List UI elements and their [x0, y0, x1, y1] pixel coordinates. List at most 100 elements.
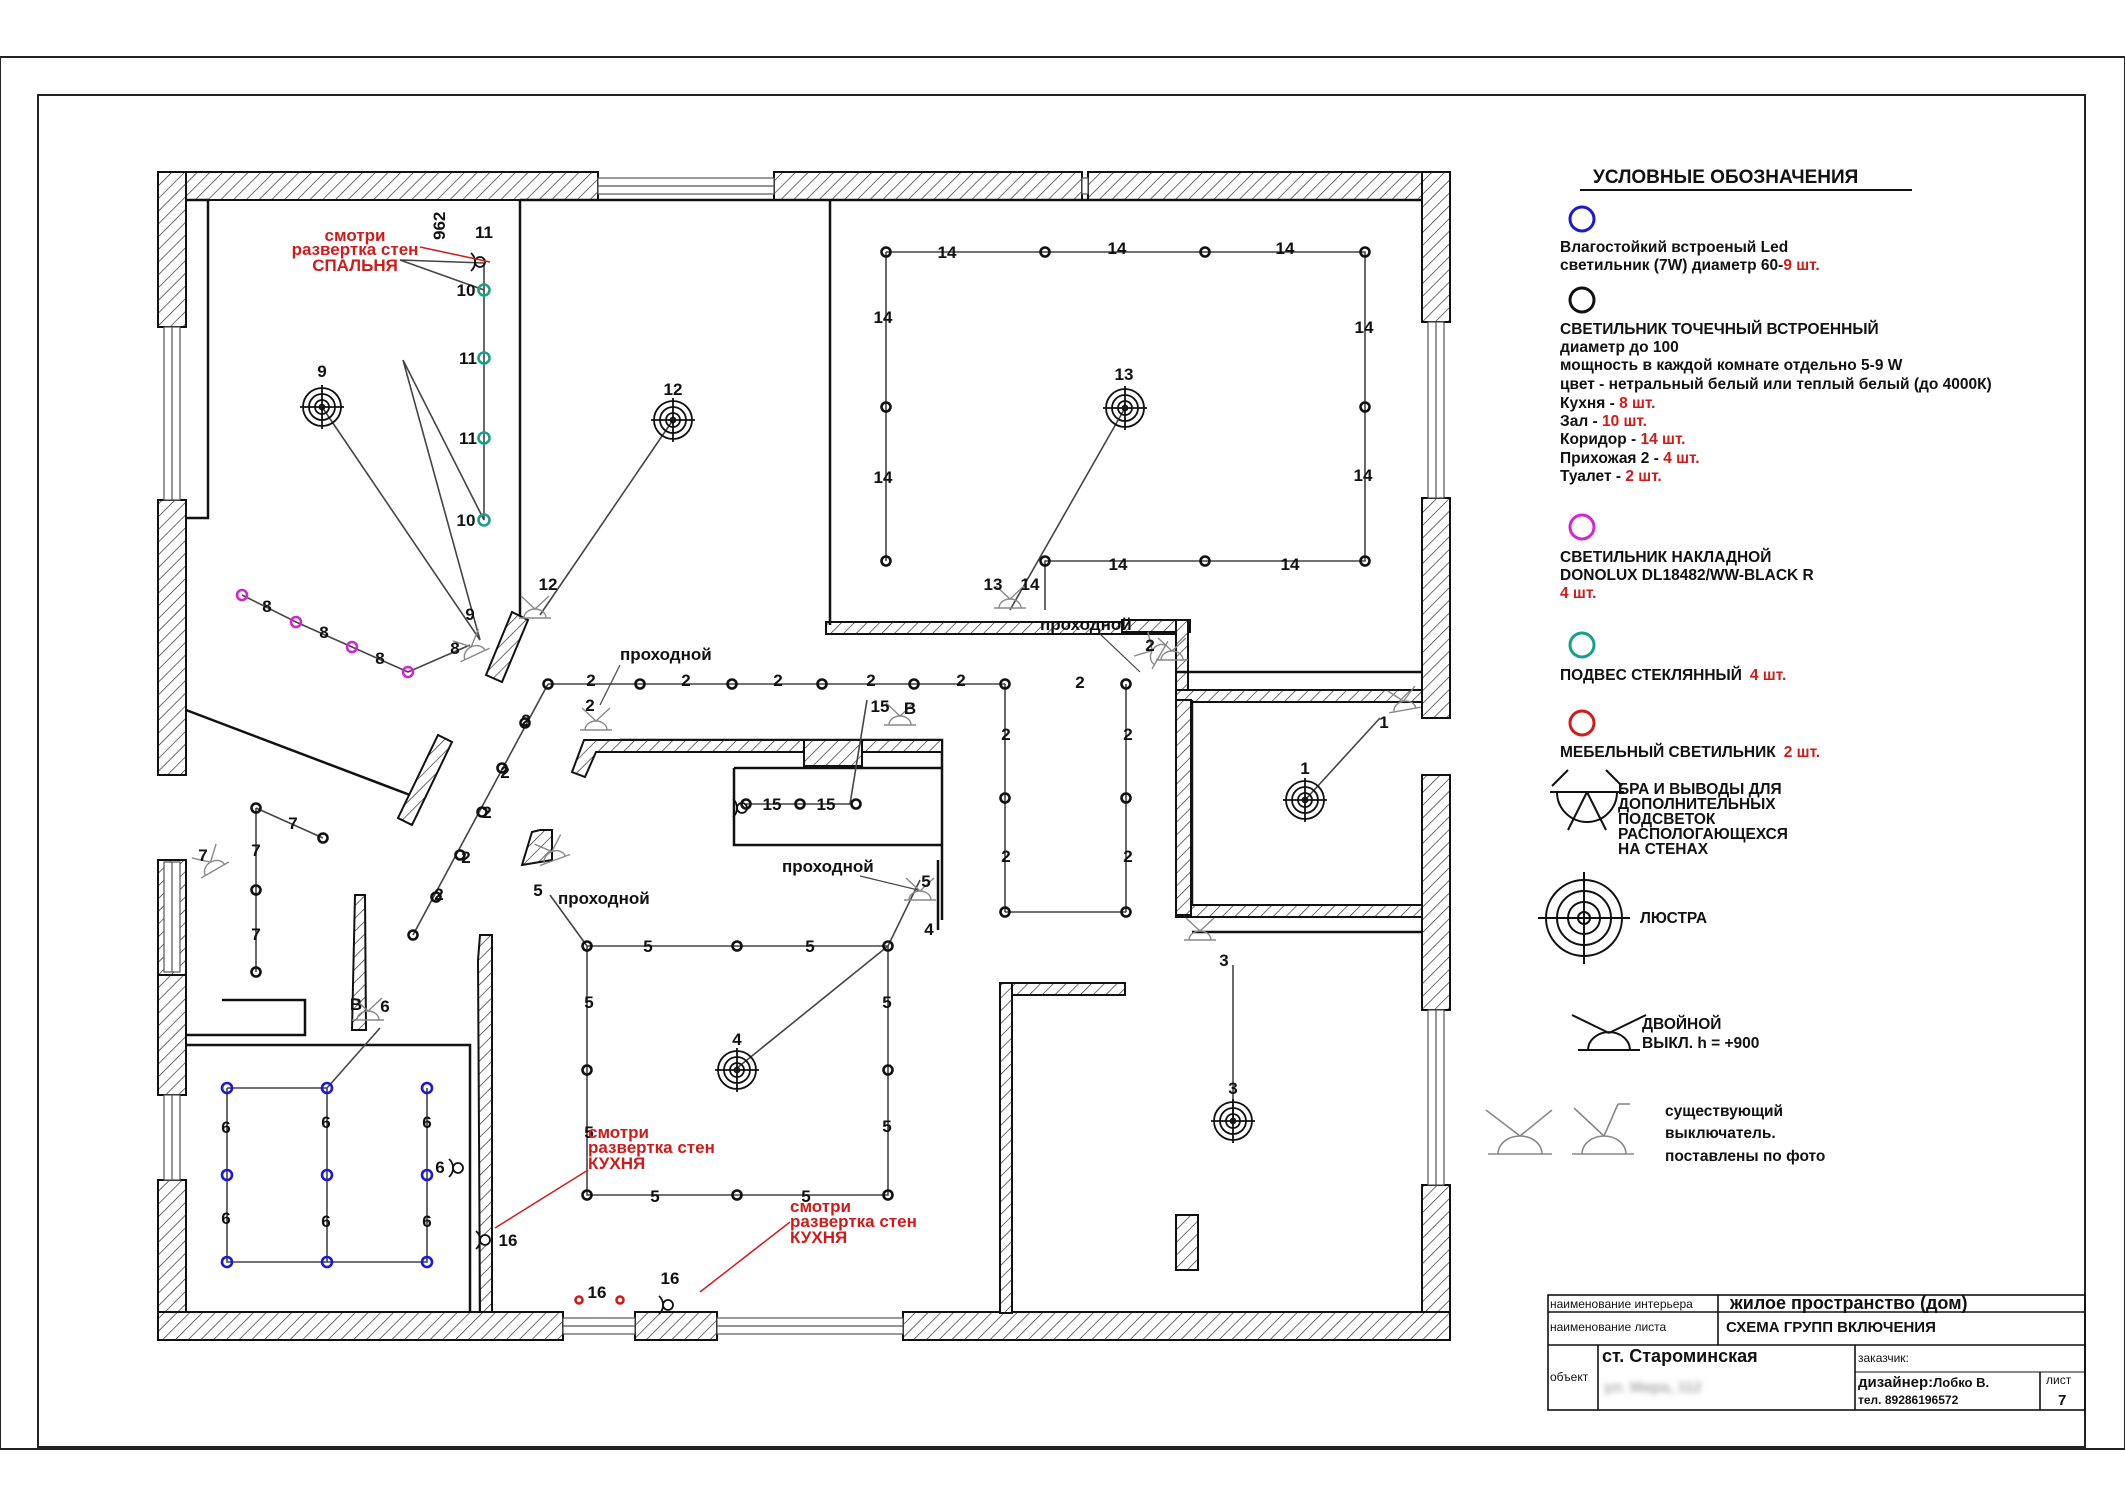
legend-switch-l2: ВЫКЛ. h = +900 [1642, 1035, 1759, 1052]
tb-object-value: ст. Староминская [1602, 1346, 1758, 1366]
label-5-0: 5 [643, 937, 652, 956]
spot-2-9 [1120, 792, 1132, 804]
legend-chandelier-icon [1538, 872, 1630, 964]
label-2-0: 2 [586, 671, 595, 690]
switch-3 [884, 702, 916, 726]
sconce-1 [732, 798, 748, 818]
label-14-0: 14 [938, 243, 957, 262]
spot-5-7 [882, 1064, 894, 1076]
spot-14-0 [880, 246, 892, 258]
label-10b: 10 [457, 511, 476, 530]
legend-spot-room-1: Зал - 10 шт. [1560, 413, 1647, 430]
label-5-6: 5 [882, 993, 891, 1012]
spot-2-6 [1120, 678, 1132, 690]
label-2-8: 2 [1123, 725, 1132, 744]
label-2-16: 2 [1145, 636, 1154, 655]
tb-interior-value: жилое пространство (дом) [1729, 1293, 1968, 1313]
title-block-text: наименование интерьера жилое пространств… [1550, 1293, 2072, 1409]
label-2-5: 2 [1075, 673, 1084, 692]
spot-5-3 [581, 1064, 593, 1076]
label-2-10: 2 [521, 711, 530, 730]
label-1: 1 [1300, 759, 1309, 778]
switch-2 [580, 707, 612, 731]
pendant-0 [477, 283, 491, 297]
label-4b: 4 [924, 920, 934, 939]
label-5-4: 5 [650, 1187, 659, 1206]
legend-surface-l1: СВЕТИЛЬНИК НАКЛАДНОЙ [1560, 548, 1771, 566]
spot-2-10 [1120, 906, 1132, 918]
led-6-4 [320, 1168, 334, 1182]
legend-spot-title: СВЕТИЛЬНИК ТОЧЕЧНЫЙ ВСТРОЕННЫЙ [1560, 320, 1879, 338]
chandelier-9 [300, 385, 344, 429]
legend-spot-icon [1568, 286, 1596, 314]
wire-10top [399, 259, 485, 291]
spot-14-1 [1039, 246, 1051, 258]
tb-designer: дизайнер:Лобко В. [1858, 1374, 1989, 1391]
switch-4 [994, 585, 1026, 609]
label-9: 9 [317, 362, 326, 381]
legend-existing-switch-icon [1485, 1103, 1634, 1155]
switch-8 [191, 843, 230, 879]
passage-label-4: проходной [558, 889, 650, 908]
label-5-7: 5 [882, 1117, 891, 1136]
legend-existing-l2: выключатель. [1665, 1125, 1776, 1142]
label-14-9: 14 [1021, 575, 1040, 594]
surface-8-1 [289, 615, 303, 629]
spot-7-2 [250, 884, 262, 896]
spot-14-2 [1199, 246, 1211, 258]
spot-15-0 [740, 798, 752, 810]
sconce-4 [658, 1295, 674, 1315]
spot-5-2 [882, 940, 894, 952]
wire-6d [327, 1088, 428, 1263]
label-8-0: 8 [262, 597, 271, 616]
spot-2-2 [726, 678, 738, 690]
label-16a: 16 [588, 1283, 607, 1302]
wire-9 [321, 406, 481, 641]
note-kitchen1-l2: развертка стен [588, 1138, 715, 1157]
legend-spot-l3: цвет - нетральный белый или теплый белый… [1560, 376, 1992, 393]
label-15a: 15 [763, 795, 782, 814]
label-15c: 15 [871, 697, 890, 716]
legend-surface-icon [1568, 513, 1596, 541]
sconce-2 [448, 1158, 464, 1178]
chandelier-1 [1283, 778, 1327, 822]
led-6-3 [220, 1168, 234, 1182]
spot-15-1 [794, 798, 806, 810]
switch-12 [1156, 637, 1188, 661]
label-2-14: 2 [434, 885, 443, 904]
label-14-3: 14 [874, 308, 893, 327]
switch-7 [1184, 917, 1216, 941]
legend-led-l2: светильник (7W) диаметр 60-9 шт. [1560, 257, 1820, 274]
legend-switch-l1: ДВОЙНОЙ [1642, 1015, 1721, 1033]
windows [163, 177, 1445, 1335]
red-notes: смотри развертка стен СПАЛЬНЯ смотри раз… [292, 226, 917, 1293]
label-6-2: 6 [422, 1113, 431, 1132]
label-5-1: 5 [805, 937, 814, 956]
switch-9 [352, 997, 384, 1021]
legend: УСЛОВНЫЕ ОБОЗНАЧЕНИЯ Влагостойкий встрое… [1485, 167, 1992, 1165]
spot-5-4 [581, 1189, 593, 1201]
label-7-3: 7 [198, 846, 207, 865]
spot-5-0 [581, 940, 593, 952]
light-markers [191, 246, 1421, 1315]
label-6-7: 6 [435, 1158, 444, 1177]
spot-5-5 [731, 1189, 743, 1201]
spot-2-16 [407, 929, 419, 941]
spot-14-8 [1039, 555, 1051, 567]
label-6-3: 6 [221, 1209, 230, 1228]
sconce-3 [475, 1230, 491, 1250]
label-5-5: 5 [801, 1187, 810, 1206]
label-1b: 1 [1379, 713, 1388, 732]
spot-2-5 [999, 678, 1011, 690]
tb-sheet-value: СХЕМА ГРУПП ВКЛЮЧЕНИЯ [1726, 1319, 1936, 1336]
label-6-4: 6 [321, 1212, 330, 1231]
label-6-0: 6 [221, 1118, 230, 1137]
label-14-8: 14 [1281, 555, 1300, 574]
legend-led-l1: Влагостойкий встроеный Led [1560, 239, 1788, 256]
legend-bra-l1: БРА И ВЫВОДЫ ДЛЯ [1618, 781, 1782, 798]
label-6-6: 6 [380, 997, 389, 1016]
switch-6 [1387, 685, 1421, 714]
switch-0 [519, 595, 551, 619]
